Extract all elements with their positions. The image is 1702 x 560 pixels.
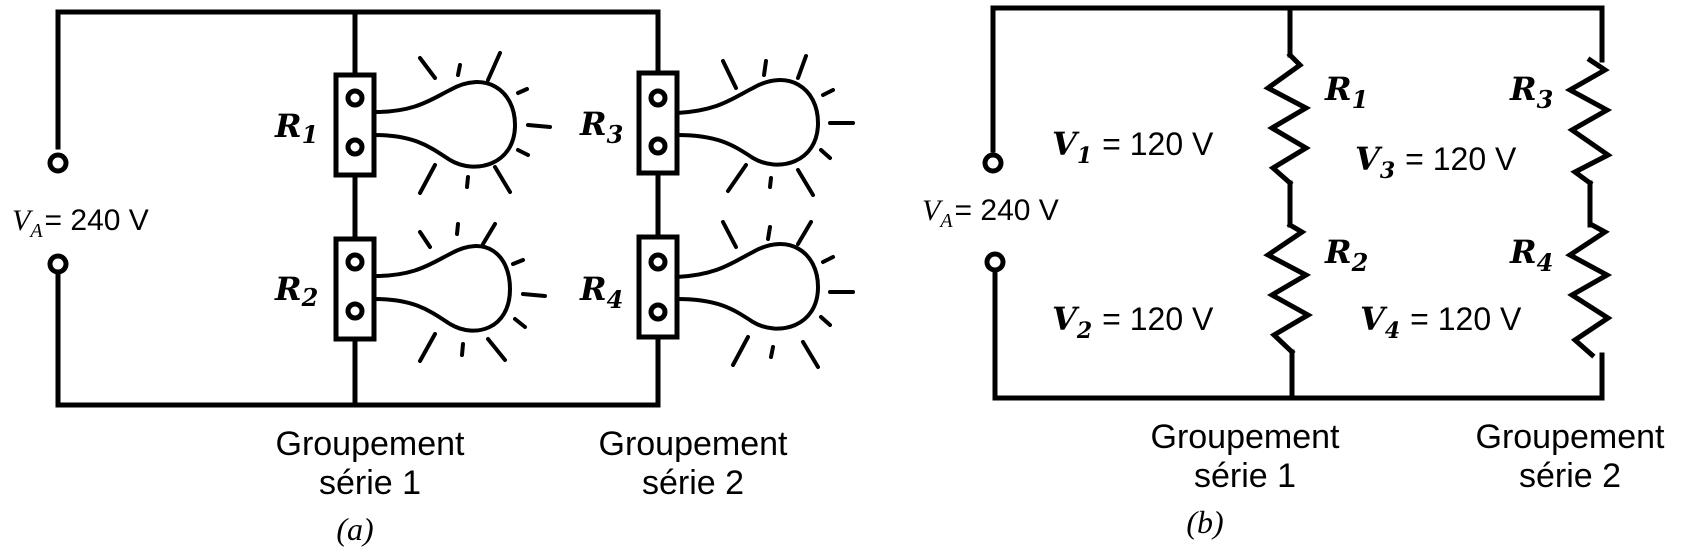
group-sublabel-2-b: série 2	[1519, 457, 1621, 495]
lamp-socket	[636, 70, 680, 176]
bulb-icon	[675, 242, 821, 331]
resistor-r1-icon	[1263, 51, 1312, 187]
caption-a: (a)	[336, 511, 373, 547]
group-sublabel-2-a: série 2	[642, 464, 744, 502]
source-terminal-top	[47, 152, 69, 174]
source-label-b: VA= 240 V	[922, 194, 1059, 232]
lamp-socket	[333, 72, 377, 178]
socket-terminal	[345, 88, 365, 108]
resistor-r4-icon	[1565, 221, 1613, 359]
voltage-label-v4: V4= 120 V	[1360, 300, 1522, 344]
source-terminal-bottom-b	[984, 251, 1006, 273]
source-terminal-top-b	[982, 152, 1004, 174]
group-label-2-b: Groupement	[1476, 418, 1666, 456]
light-rays-icon	[418, 51, 552, 195]
caption-b: (b)	[1186, 504, 1223, 540]
voltage-label-v1: V1= 120 V	[1052, 125, 1214, 169]
bulb-icon	[372, 80, 518, 169]
group-label-2-a: Groupement	[599, 425, 789, 463]
socket-terminal	[345, 252, 365, 272]
group-label-1-a: Groupement	[276, 425, 466, 463]
socket-terminal	[345, 137, 365, 157]
light-rays-icon	[721, 220, 855, 369]
panel-b: VA= 240 V R1 R2 R3 R4 V1= 120 V V2= 120 …	[922, 5, 1666, 540]
group-label-1-b: Groupement	[1151, 418, 1341, 456]
wire-top-a	[55, 9, 661, 150]
voltage-label-v2: V2= 120 V	[1052, 300, 1214, 344]
lamp-label-r3: R3	[579, 105, 623, 149]
socket-terminal	[648, 136, 668, 156]
wire-bottom-a	[55, 259, 661, 408]
lamp-socket	[636, 234, 680, 340]
lamp-label-r2: R2	[274, 270, 318, 312]
resistor-label-r3: R3	[1509, 70, 1553, 114]
group-sublabel-1-b: série 1	[1194, 457, 1296, 495]
light-rays-icon	[418, 222, 547, 363]
resistor-r3-icon	[1564, 56, 1613, 187]
socket-terminal	[345, 301, 365, 321]
lamp-r4	[636, 220, 855, 369]
socket-terminal	[648, 302, 668, 322]
light-rays-icon	[721, 54, 855, 197]
bulb-icon	[675, 78, 821, 167]
panel-a: VA= 240 V	[12, 9, 855, 547]
group-sublabel-1-a: série 1	[319, 464, 421, 502]
lamp-label-r4: R4	[579, 270, 623, 314]
socket-terminal	[648, 252, 668, 272]
resistor-label-r1: R1	[1324, 70, 1368, 114]
wire-top-b	[990, 5, 1605, 153]
source-label-a: VA= 240 V	[12, 204, 149, 242]
voltage-label-v3: V3= 120 V	[1355, 140, 1517, 184]
wire-bottom-b	[992, 269, 1605, 401]
resistor-label-r4: R4	[1509, 233, 1553, 277]
bulb-icon	[372, 244, 513, 333]
source-terminal-bottom	[47, 253, 69, 275]
lamp-r2	[333, 222, 547, 363]
resistor-label-r2: R2	[1324, 233, 1368, 277]
lamp-r3	[636, 54, 855, 197]
lamp-label-r1: R1	[274, 107, 318, 149]
lamp-r1	[333, 51, 552, 195]
socket-terminal	[648, 88, 668, 108]
resistor-r2-icon	[1263, 221, 1314, 356]
